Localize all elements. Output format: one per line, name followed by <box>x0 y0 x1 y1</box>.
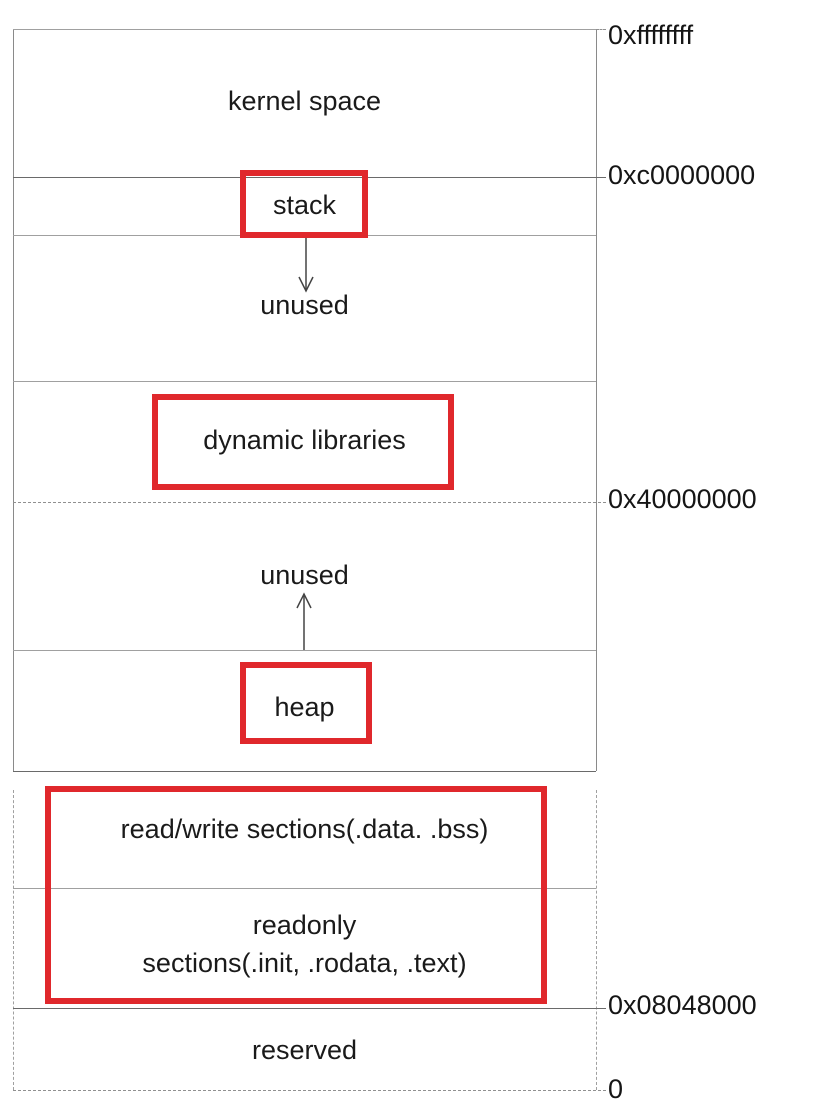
boundary-rw <box>13 888 596 889</box>
boundary-unused-top <box>13 381 596 382</box>
region-reserved: reserved <box>251 1035 358 1065</box>
address-text-start: 0x08048000 <box>608 990 757 1020</box>
diagram-right-border <box>596 29 597 771</box>
region-readonly-line2: sections(.init, .rodata, .text) <box>142 948 467 978</box>
highlight-heap <box>240 662 372 744</box>
boundary-top-tick <box>596 29 606 30</box>
boundary-heap <box>13 771 596 772</box>
highlight-dynamic-libraries <box>152 394 454 490</box>
boundary-text <box>13 1008 606 1009</box>
address-top: 0xffffffff <box>608 20 694 50</box>
address-libs-start: 0x40000000 <box>608 484 757 514</box>
diagram-left-border-lower <box>13 790 14 1090</box>
highlight-stack <box>240 170 368 238</box>
region-unused-bottom: unused <box>260 560 349 590</box>
address-kernel-start: 0xc0000000 <box>608 160 756 190</box>
region-unused-top: unused <box>260 290 349 320</box>
highlight-sections <box>45 786 547 1004</box>
region-heap: heap <box>274 692 335 722</box>
region-stack: stack <box>272 190 337 220</box>
region-dynamic-libraries: dynamic libraries <box>203 425 406 455</box>
region-readonly-line1: readonly <box>252 910 357 940</box>
diagram-right-border-lower <box>596 790 597 1090</box>
boundary-zero <box>13 1090 606 1091</box>
region-rw-sections: read/write sections(.data. .bss) <box>120 814 489 844</box>
boundary-libs <box>13 502 606 503</box>
stack-growth-down-arrow-icon <box>298 237 314 293</box>
boundary-kernel <box>13 177 606 178</box>
boundary-top <box>13 29 596 30</box>
address-zero: 0 <box>608 1074 624 1104</box>
diagram-left-border <box>13 29 14 771</box>
heap-growth-up-arrow-icon <box>296 592 312 650</box>
region-kernel-space: kernel space <box>227 86 382 116</box>
boundary-unused-bottom <box>13 650 596 651</box>
